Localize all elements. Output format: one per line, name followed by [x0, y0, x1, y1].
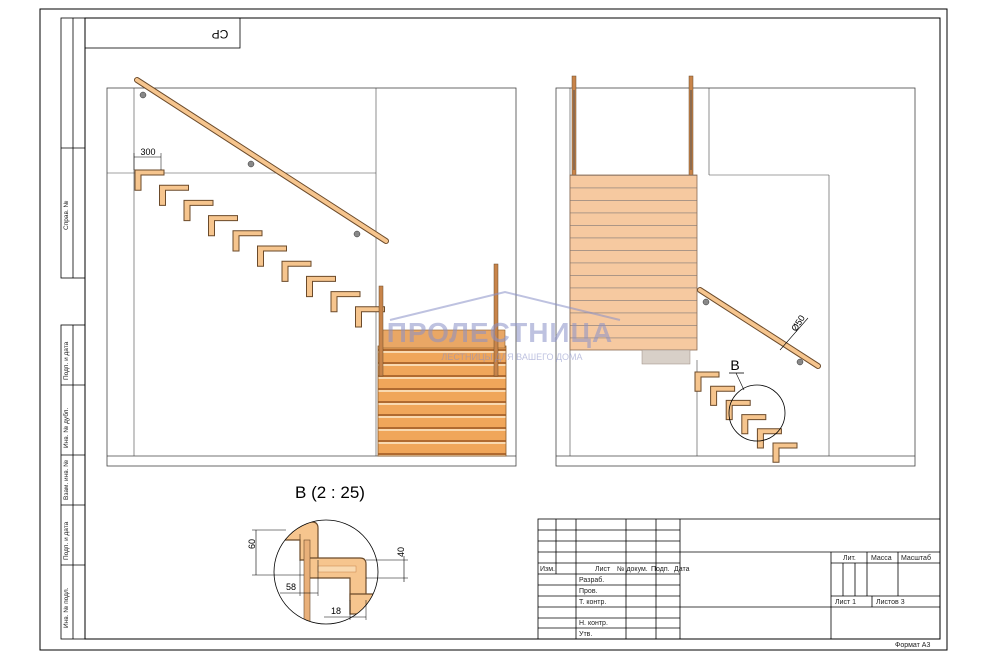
side-label-inv-podl: Инв. № подл. [63, 587, 70, 628]
dim-handrail-diameter: Ø50 [789, 313, 807, 333]
stair-step [281, 260, 312, 282]
stair-step [159, 184, 189, 206]
detail-callout-circle [728, 384, 786, 442]
watermark: ПРОЛЕСТНИЦА ЛЕСТНИЦЫ ДЛЯ ВАШЕГО ДОМА [387, 290, 621, 362]
dim-tread-overhang: 58 [286, 582, 296, 592]
outer-frame [39, 8, 948, 651]
handrail-bracket [796, 358, 804, 366]
tb-doc-no: № докум. [617, 566, 648, 573]
stair-step [306, 275, 336, 298]
title-block [537, 518, 941, 640]
stair-step [183, 199, 214, 222]
stair-flight-front [694, 371, 798, 463]
tb-podp: Подп. [651, 566, 670, 573]
stair-step [694, 371, 720, 392]
side-column [60, 17, 86, 640]
stair-step [710, 385, 736, 406]
dim-gap: 18 [331, 606, 341, 616]
side-label-podp2: Подп. и дата [63, 521, 70, 560]
handrail-bracket [702, 298, 710, 306]
detail-view: 60 40 58 18 [247, 519, 408, 625]
tb-t-kontr: Т. контр. [579, 599, 606, 606]
tb-utv: Утв. [579, 631, 592, 638]
side-label-sprav: Справ. № [63, 200, 70, 230]
stair-step [772, 442, 798, 463]
tb-list: Лист [595, 566, 611, 573]
stair-step [208, 215, 238, 237]
stair-step [257, 245, 287, 267]
stair-flight [134, 169, 385, 328]
handrail-bracket [139, 91, 147, 99]
watermark-brand: ПРОЛЕСТНИЦА [387, 317, 613, 348]
callout-letter: B [730, 357, 739, 373]
tb-sheets: Листов 3 [876, 599, 905, 606]
stair-step [134, 169, 165, 191]
stamp-box [84, 17, 241, 49]
stair-step [232, 230, 263, 252]
side-label-podp1: Подп. и дата [63, 341, 70, 380]
detail-title: B (2 : 25) [295, 483, 365, 502]
tb-izm: Изм. [540, 566, 555, 573]
stair-step [725, 399, 751, 421]
watermark-tagline: ЛЕСТНИЦЫ ДЛЯ ВАШЕГО ДОМА [441, 352, 582, 362]
format-label: Формат А3 [895, 642, 930, 649]
baluster [493, 263, 499, 377]
tb-n-kontr: Н. контр. [579, 620, 608, 627]
tb-sheet: Лист 1 [835, 599, 856, 606]
stair-step [741, 414, 767, 435]
side-label-inv-dubl: Инв. № дубл. [62, 408, 70, 448]
handrail-bracket [247, 160, 255, 168]
landing-front-panel [569, 174, 698, 351]
baluster [378, 285, 384, 377]
tb-razrab: Разраб. [579, 576, 604, 584]
dim-riser-thickness: 40 [396, 547, 406, 557]
dim-tread-thickness: 60 [247, 539, 257, 549]
side-label-vzam: Взам. инв. № [63, 460, 70, 500]
handrail-bracket [353, 230, 361, 238]
stair-step [330, 291, 361, 313]
front-view: Ø50 B [555, 75, 916, 467]
tb-data: Дата [674, 566, 690, 573]
stamp-text: СР [212, 27, 229, 41]
tb-prov: Пров. [579, 588, 598, 595]
tb-masshtab: Масштаб [901, 554, 931, 562]
side-view: 300 [106, 77, 517, 467]
dim-tread-width: 300 [140, 147, 155, 157]
tb-lit: Лит. [843, 555, 856, 562]
landing-block [377, 345, 507, 457]
tb-massa: Масса [871, 555, 892, 562]
